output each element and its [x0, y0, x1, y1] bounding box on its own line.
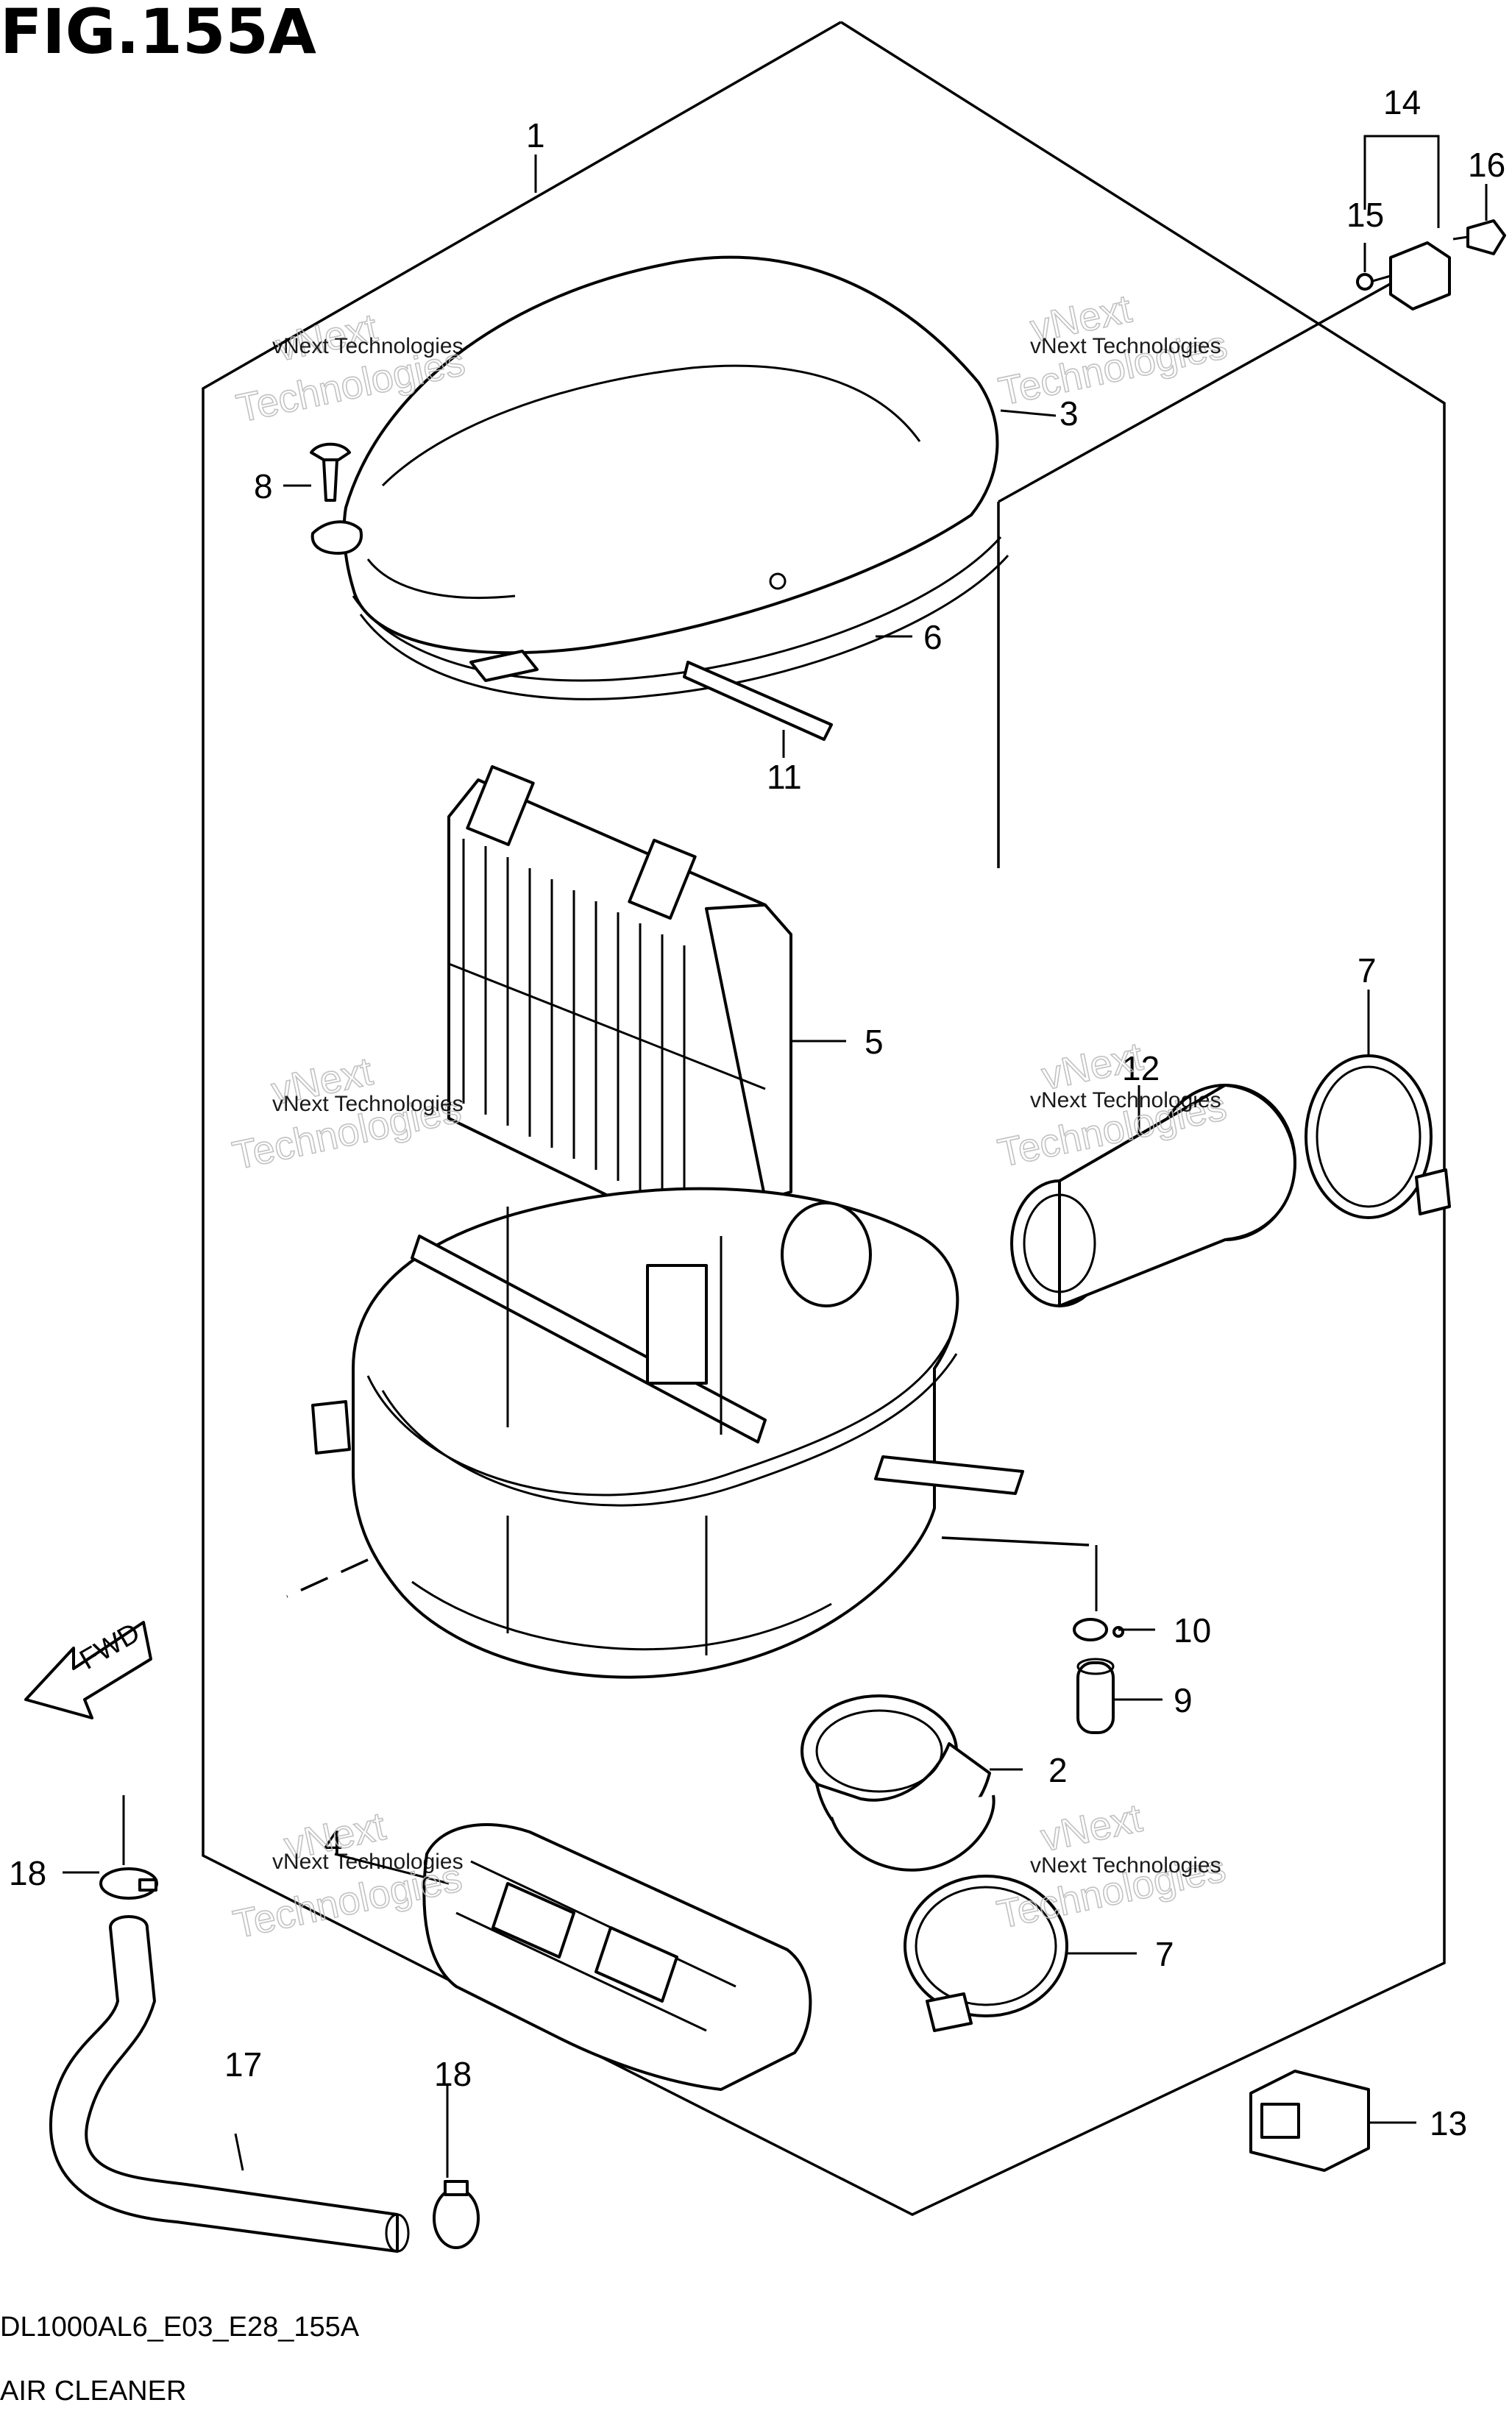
intake-tube: [1010, 1084, 1296, 1307]
callout-6: 6: [923, 618, 943, 656]
watermark-big-6a: vNext: [1037, 1796, 1146, 1860]
forward-arrow: FWD: [24, 1617, 152, 1719]
air-cleaner-cap: [310, 255, 999, 655]
hose-clamp-18-left: [99, 1867, 158, 1900]
leader-lines: [63, 135, 1488, 2178]
sensor-14: [1364, 241, 1451, 310]
figure-title: FIG.155A: [0, 0, 316, 68]
callout-labels: 1 2 3 4 5 6 7 7 8 9 10 11 12 13 14 15 16…: [9, 83, 1505, 2142]
callout-16: 16: [1468, 146, 1505, 184]
seal-strip: [683, 661, 833, 741]
callout-7-upper: 7: [1357, 951, 1377, 990]
callout-9: 9: [1174, 1681, 1193, 1719]
screw-16: [1452, 219, 1506, 255]
air-filter-element: [447, 765, 792, 1245]
assembly-frame: [202, 21, 1446, 2216]
watermark-small-1: vNext Technologies: [272, 334, 464, 358]
clamp-upper: [1305, 1054, 1451, 1219]
callout-15: 15: [1346, 196, 1384, 234]
clip-10: [1073, 1618, 1124, 1641]
callout-5: 5: [865, 1023, 884, 1061]
drain-plug-9: [1076, 1658, 1115, 1734]
lower-duct: [422, 1823, 812, 2091]
hose-clamp-18-bottom: [433, 2180, 480, 2249]
watermark-small-5: vNext Technologies: [272, 1850, 464, 1874]
callout-18-bottom: 18: [434, 2055, 472, 2093]
figure-code: DL1000AL6_E03_E28_155A: [0, 2312, 360, 2343]
callout-12: 12: [1122, 1049, 1160, 1087]
figure-caption: AIR CLEANER: [0, 2376, 186, 2407]
callout-14: 14: [1383, 83, 1421, 121]
callout-10: 10: [1174, 1611, 1211, 1650]
callout-1: 1: [526, 116, 545, 155]
callout-8: 8: [254, 467, 273, 505]
connector-13: [1249, 2070, 1370, 2172]
callout-17: 17: [224, 2045, 262, 2084]
callout-18-left: 18: [9, 1854, 46, 1892]
watermark-small-4: vNext Technologies: [1030, 1088, 1221, 1112]
screw-8: [310, 442, 351, 502]
hose-17: [49, 1915, 410, 2253]
watermark-small-2: vNext Technologies: [1030, 334, 1221, 358]
callout-4: 4: [324, 1823, 343, 1861]
callout-3: 3: [1060, 394, 1079, 433]
watermark-small-6: vNext Technologies: [1030, 1853, 1221, 1878]
filter-pleats: [448, 839, 766, 1214]
cap-gasket: [352, 536, 1009, 700]
callout-2: 2: [1048, 1751, 1068, 1789]
oring-15: [1356, 273, 1374, 291]
callout-7-lower: 7: [1155, 1935, 1174, 1973]
outlet-boot: [801, 1694, 995, 1872]
clamp-lower: [904, 1875, 1068, 2032]
watermark-small-3: vNext Technologies: [272, 1092, 464, 1116]
callout-13: 13: [1430, 2104, 1467, 2142]
air-cleaner-box: [311, 1187, 1024, 1679]
callout-11: 11: [767, 758, 802, 796]
